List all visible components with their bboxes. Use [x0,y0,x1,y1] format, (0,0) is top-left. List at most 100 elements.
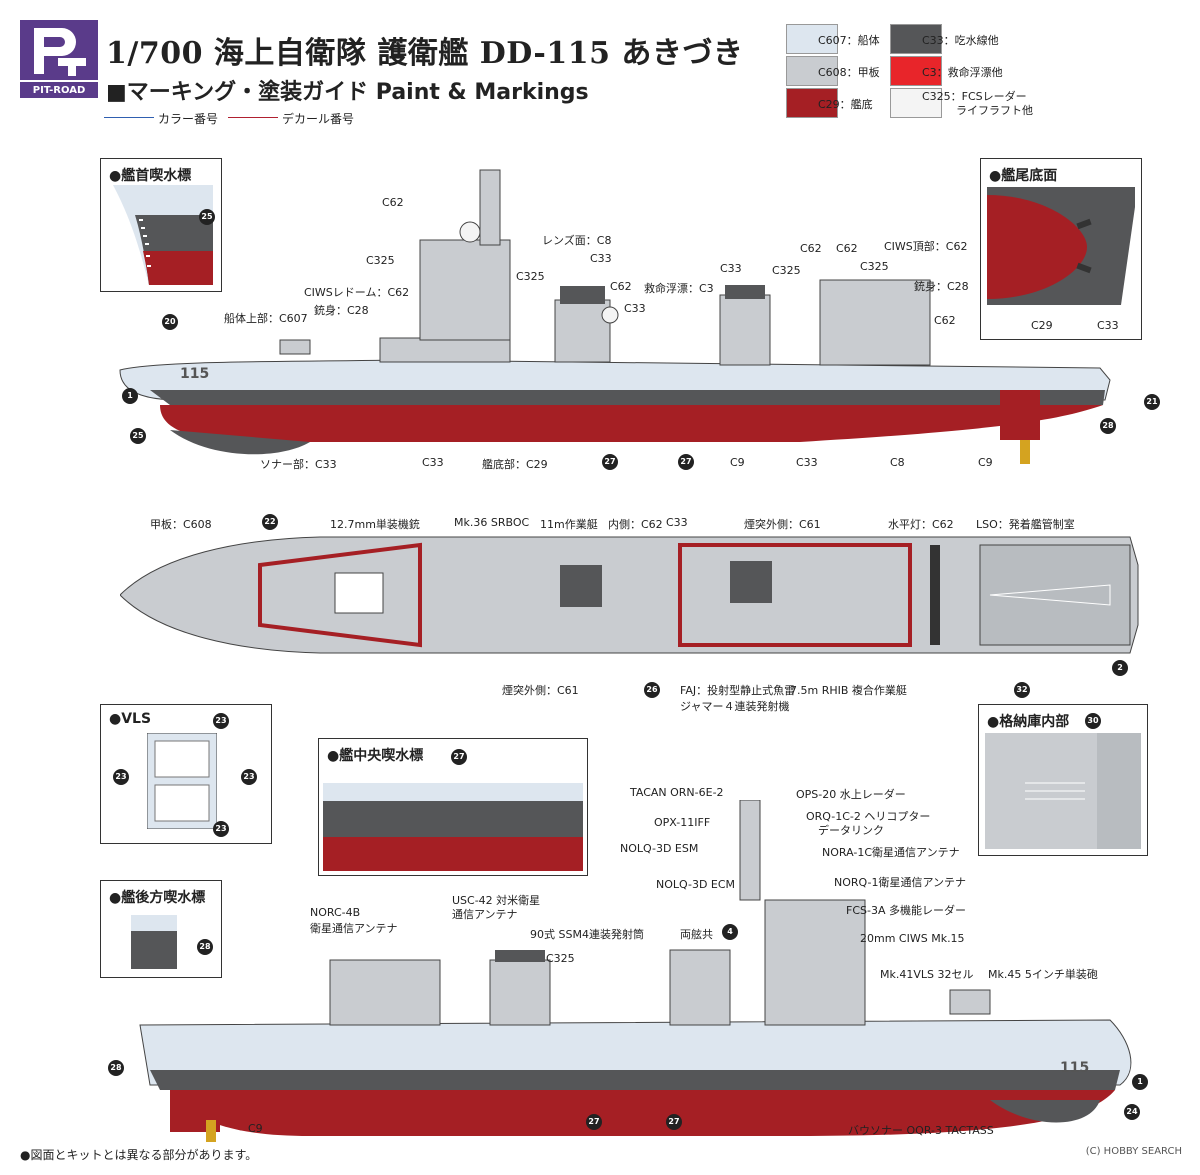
swatch-label-c608: C608：甲板 [818,66,880,79]
label-hull-upper: 船体上部：C607 [224,312,308,325]
swatch-label-c3: C3：救命浮漂他 [922,66,1003,79]
decal-23-bottom: 23 [213,821,229,837]
label-c33-keel: C33 [796,456,818,469]
page-title: 1/700 海上自衛隊 護衛艦 DD-115 あきづき [106,36,744,71]
label-c62-mast: C62 [382,196,404,209]
decal-25: 25 [199,209,215,225]
label-c33-funnel2: C33 [624,302,646,315]
label-c33-aft: C33 [720,262,742,275]
pit-road-logo: PIT-ROAD [20,20,98,98]
vls-drawing [147,733,217,829]
bow-draft-drawing [113,185,213,285]
decal-27-port-b: 27 [666,1114,682,1130]
label-ssm: 90式 SSM4連装発射筒 [530,928,644,941]
vls-inset-title: ●VLS [109,711,152,727]
label-c325-aft1: C325 [772,264,801,277]
hangar-drawing [985,733,1141,849]
label-c33-deck: C33 [666,516,688,529]
label-funnel-out: 煙突外側：C61 [744,518,821,531]
logo-mark-icon [34,28,86,76]
label-boat11: 11m作業艇 [540,518,598,531]
label-bell: 両舷共 [680,928,713,941]
label-c9-mid: C9 [730,456,745,469]
label-norc2: 衛星通信アンテナ [310,922,398,935]
logo-text: PIT-ROAD [20,80,98,98]
label-barrel-aft: 銃身：C28 [914,280,969,293]
swatch-c325 [890,88,942,118]
label-lifebuoy: 救命浮漂：C3 [644,282,714,295]
label-tacan: TACAN ORN-6E-2 [630,786,724,799]
mid-draft-inset: ●艦中央喫水標 27 [318,738,588,876]
stern-bottom-inset: ●艦尾底面 C29 C33 [980,158,1142,340]
label-c325-bridge: C325 [366,254,395,267]
label-mg: 12.7mm単装機銃 [330,518,420,531]
label-c62-aft2: C62 [836,242,858,255]
decal-number-line [228,117,278,118]
label-c62-stern: C62 [934,314,956,327]
bow-draft-inset-title: ●艦首喫水標 [109,168,192,184]
decal-4: 4 [722,924,738,940]
mid-draft-drawing [323,783,583,871]
label-c325-port: C325 [546,952,575,965]
footer-credit: (C) HOBBY SEARCH [1085,1146,1182,1157]
label-usc2: 通信アンテナ [452,908,518,921]
hull-number-starboard: 115 [180,366,210,382]
page-subtitle: ■マーキング・塗装ガイド Paint & Markings [106,80,589,105]
footer-note: ●図面とキットとは異なる部分があります。 [20,1148,258,1162]
swatch-label-c29: C29：艦底 [818,98,873,111]
decal-28-side: 28 [1100,418,1116,434]
hangar-inset-title: ●格納庫内部 [987,714,1070,730]
decal-26: 26 [644,682,660,698]
swatch-c33 [890,24,942,54]
swatch-label-c33: C33：吃水線他 [922,34,999,47]
label-inner: 内側：C62 [608,518,663,531]
label-c9-prop: C9 [978,456,993,469]
decal-1: 1 [122,388,138,404]
label-srboc: Mk.36 SRBOC [454,516,530,529]
label-nora: NORA-1C衛星通信アンテナ [822,846,960,859]
mid-draft-inset-title: ●艦中央喫水標 [327,748,424,764]
label-c9-port: C9 [248,1122,263,1135]
label-faj2: ジャマー４連装発射機 [680,700,790,713]
label-orq2: データリンク [818,824,884,837]
label-orq1: ORQ-1C-2 ヘリコプター [806,810,931,823]
label-ciws-dome: CIWSレドーム：C62 [304,286,410,299]
swatch-c607 [786,24,838,54]
label-horiz-light: 水平灯：C62 [888,518,954,531]
decal-23-right: 23 [241,769,257,785]
label-barrel-fwd: 銃身：C28 [314,304,369,317]
decal-27-port-a: 27 [586,1114,602,1130]
label-vls: Mk.41VLS 32セル [880,968,974,981]
stern-bottom-inset-title: ●艦尾底面 [989,168,1058,184]
label-bottom: 艦底部：C29 [482,458,548,471]
decal-20: 20 [162,314,178,330]
label-rhib: 7.5m RHIB 複合作業艇 [790,684,907,697]
decal-2: 2 [1112,660,1128,676]
decal-22: 22 [262,514,278,530]
decal-32: 32 [1014,682,1030,698]
swatch-label-c325: C325：FCSレーダー [922,90,1027,103]
decal-21: 21 [1144,394,1160,410]
color-number-line [104,117,154,118]
label-gun: Mk.45 5インチ単装砲 [988,968,1098,981]
label-faj1: FAJ：投射型静止式魚雷 [680,684,796,697]
label-opx: OPX-11IFF [654,816,711,829]
bow-draft-inset: ●艦首喫水標 25 [100,158,222,292]
label-lens: レンズ面：C8 [542,234,612,247]
decal-1-port: 1 [1132,1074,1148,1090]
swatch-c29 [786,88,838,118]
label-c62-funnel: C62 [610,280,632,293]
label-c8: C8 [890,456,905,469]
color-number-legend: カラー番号 [158,112,219,126]
label-funnel-out2: 煙突外側：C61 [502,684,579,697]
swatch-c608 [786,56,838,86]
label-c325-mid: C325 [516,270,545,283]
label-usc1: USC-42 対米衛星 [452,894,541,907]
stern-c29-label: C29 [1031,319,1053,332]
label-esm: NOLQ-3D ESM [620,842,699,855]
decal-28-port: 28 [108,1060,124,1076]
decal-23-left: 23 [113,769,129,785]
swatch-label-c325-extra: ライフラフト他 [956,104,1033,117]
label-c33-hull: C33 [422,456,444,469]
hull-number-port: 115 [1060,1060,1090,1076]
